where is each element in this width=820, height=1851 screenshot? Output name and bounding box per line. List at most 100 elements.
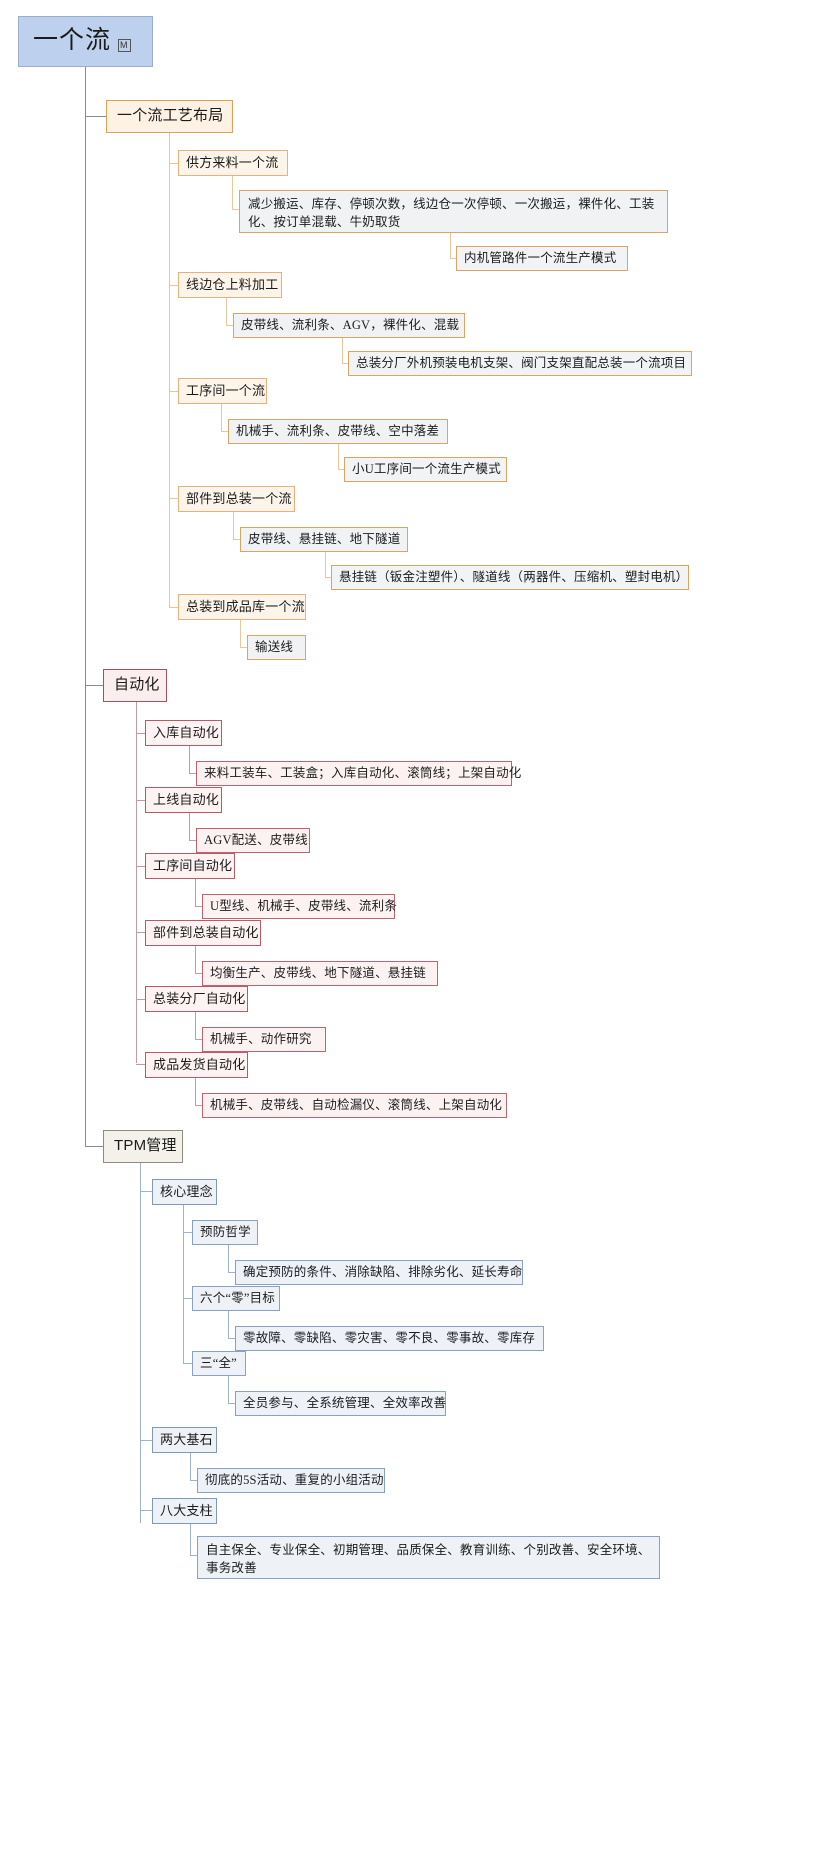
detail-text: 彻底的5S活动、重复的小组活动 (205, 1472, 384, 1487)
detail-工序间自动化[interactable]: U型线、机械手、皮带线、流利条 (202, 894, 397, 919)
connector-b1-c3-down (221, 404, 223, 431)
connector-b3-g1-down (228, 1245, 230, 1272)
node-label: 线边仓上料加工 (186, 277, 279, 293)
node-供方来料一个流[interactable]: 供方来料一个流 (178, 150, 288, 176)
connector-b3-c1-g1 (183, 1232, 192, 1234)
connector-b3-c3 (140, 1510, 152, 1512)
node-工序间自动化[interactable]: 工序间自动化 (145, 853, 235, 879)
node-label: 部件到总装自动化 (153, 925, 259, 941)
branch1-node[interactable]: 一个流工艺布局 (106, 100, 233, 133)
connector-b2-c2-detail (189, 840, 196, 842)
node-label: 六个“零”目标 (200, 1290, 275, 1305)
connector-b3-c2 (140, 1440, 152, 1442)
connector-b1-c1-detail (232, 209, 239, 211)
connector-b1-c2 (169, 285, 178, 287)
detail-部件到总装一个流[interactable]: 皮带线、悬挂链、地下隧道 (240, 527, 408, 552)
connector-b3-c1 (140, 1191, 152, 1193)
connector-b1-c2-down (226, 298, 228, 325)
detail-text: AGV配送、皮带线 (204, 832, 308, 847)
connector-b3-g2-detail (228, 1338, 235, 1340)
detail-六个零目标[interactable]: 零故障、零缺陷、零灾害、零不良、零事故、零库存 (235, 1326, 544, 1351)
detail-总装分厂自动化[interactable]: 机械手、动作研究 (202, 1027, 326, 1052)
detail-上线自动化[interactable]: AGV配送、皮带线 (196, 828, 310, 853)
branch2-node[interactable]: 自动化 (103, 669, 167, 702)
node-六个零目标[interactable]: 六个“零”目标 (192, 1286, 280, 1311)
connector-b2-c2 (136, 800, 145, 802)
detail-总装到成品库一个流[interactable]: 输送线 (247, 635, 306, 660)
connector-b1-c5-detail (240, 647, 247, 649)
root-label: 一个流 (33, 27, 112, 55)
connector-b1-c4 (169, 498, 178, 500)
branch3-node[interactable]: TPM管理 (103, 1130, 183, 1163)
detail-预防哲学[interactable]: 确定预防的条件、消除缺陷、排除劣化、延长寿命 (235, 1260, 523, 1285)
connector-b3-c2-detail (190, 1480, 197, 1482)
node-label: 预防哲学 (200, 1224, 251, 1239)
detail-三全[interactable]: 全员参与、全系统管理、全效率改善 (235, 1391, 446, 1416)
subdetail-悬挂链隧道线[interactable]: 悬挂链（钣金注塑件）、隧道线（两器件、压缩机、塑封电机） (331, 565, 689, 590)
subdetail-总装分厂外机预装[interactable]: 总装分厂外机预装电机支架、阀门支架直配总装一个流项目 (348, 351, 692, 376)
detail-入库自动化[interactable]: 来料工装车、工装盒；入库自动化、滚筒线；上架自动化 (196, 761, 521, 786)
connector-b1-c4-sub-down (325, 552, 327, 577)
subdetail-text: 悬挂链（钣金注塑件）、隧道线（两器件、压缩机、塑封电机） (339, 569, 689, 584)
node-总装分厂自动化[interactable]: 总装分厂自动化 (145, 986, 248, 1012)
connector-branch3-spine (140, 1163, 142, 1523)
node-线边仓上料加工[interactable]: 线边仓上料加工 (178, 272, 282, 298)
detail-text: 全员参与、全系统管理、全效率改善 (243, 1395, 447, 1410)
connector-b1-c5-down (240, 620, 242, 647)
detail-八大支柱[interactable]: 自主保全、专业保全、初期管理、品质保全、教育训练、个别改善、安全环境、事务改善 (197, 1536, 660, 1579)
connector-b2-c3-detail (195, 906, 202, 908)
detail-text: 确定预防的条件、消除缺陷、排除劣化、延长寿命 (243, 1264, 523, 1279)
connector-b3-c1-g2 (183, 1298, 192, 1300)
node-label: 部件到总装一个流 (186, 491, 292, 507)
detail-text: 均衡生产、皮带线、地下隧道、悬挂链 (210, 965, 426, 980)
connector-b2-c5-down (195, 1012, 197, 1039)
node-核心理念[interactable]: 核心理念 (152, 1179, 217, 1205)
detail-部件到总装自动化[interactable]: 均衡生产、皮带线、地下隧道、悬挂链 (202, 961, 438, 986)
connector-b2-c1-detail (189, 773, 196, 775)
node-工序间一个流[interactable]: 工序间一个流 (178, 378, 267, 404)
connector-b1-c4-detail (233, 539, 240, 541)
subdetail-text: 内机管路件一个流生产模式 (464, 250, 617, 265)
root-node[interactable]: 一个流 M (18, 16, 153, 67)
connector-b3-g3-down (228, 1376, 230, 1403)
detail-两大基石[interactable]: 彻底的5S活动、重复的小组活动 (197, 1468, 385, 1493)
subdetail-内机管路件一个流生产模式[interactable]: 内机管路件一个流生产模式 (456, 246, 628, 271)
connector-b1-c4-down (233, 512, 235, 539)
node-label: 工序间一个流 (186, 383, 266, 399)
detail-text: 减少搬运、库存、停顿次数，线边仓一次停顿、一次搬运，裸件化、工装化、按订单混载、… (248, 197, 655, 230)
detail-text: 自主保全、专业保全、初期管理、品质保全、教育训练、个别改善、安全环境、事务改善 (206, 1543, 651, 1576)
connector-branch1-spine (169, 133, 171, 608)
node-三全[interactable]: 三“全” (192, 1351, 246, 1376)
connector-b2-c4-down (195, 946, 197, 973)
node-两大基石[interactable]: 两大基石 (152, 1427, 217, 1453)
connector-b1-c3-sub-down (338, 444, 340, 469)
node-部件到总装自动化[interactable]: 部件到总装自动化 (145, 920, 261, 946)
detail-text: 零故障、零缺陷、零灾害、零不良、零事故、零库存 (243, 1330, 536, 1345)
node-label: 三“全” (200, 1355, 237, 1370)
connector-root-to-branch1 (85, 116, 106, 118)
node-label: 工序间自动化 (153, 858, 233, 874)
subdetail-小U工序间一个流生产模式[interactable]: 小U工序间一个流生产模式 (344, 457, 507, 482)
node-label: 成品发货自动化 (153, 1057, 246, 1073)
detail-text: 皮带线、流利条、AGV，裸件化、混载 (241, 317, 460, 332)
node-label: 核心理念 (160, 1184, 213, 1200)
node-预防哲学[interactable]: 预防哲学 (192, 1220, 258, 1245)
detail-text: 输送线 (255, 639, 294, 654)
node-部件到总装一个流[interactable]: 部件到总装一个流 (178, 486, 295, 512)
detail-线边仓上料加工[interactable]: 皮带线、流利条、AGV，裸件化、混载 (233, 313, 465, 338)
detail-工序间一个流[interactable]: 机械手、流利条、皮带线、空中落差 (228, 419, 448, 444)
detail-成品发货自动化[interactable]: 机械手、皮带线、自动检漏仪、滚筒线、上架自动化 (202, 1093, 507, 1118)
node-入库自动化[interactable]: 入库自动化 (145, 720, 222, 746)
detail-供方来料一个流[interactable]: 减少搬运、库存、停顿次数，线边仓一次停顿、一次搬运，裸件化、工装化、按订单混载、… (239, 190, 668, 233)
node-上线自动化[interactable]: 上线自动化 (145, 787, 222, 813)
subdetail-text: 总装分厂外机预装电机支架、阀门支架直配总装一个流项目 (356, 355, 687, 370)
connector-b3-g3-detail (228, 1403, 235, 1405)
node-总装到成品库一个流[interactable]: 总装到成品库一个流 (178, 594, 306, 620)
connector-b2-c6 (136, 1064, 145, 1066)
connector-b1-c2-detail (226, 325, 233, 327)
connector-root-to-branch3 (85, 1146, 103, 1148)
node-成品发货自动化[interactable]: 成品发货自动化 (145, 1052, 248, 1078)
node-八大支柱[interactable]: 八大支柱 (152, 1498, 217, 1524)
connector-b2-c6-down (195, 1078, 197, 1105)
connector-b2-c2-down (189, 813, 191, 840)
